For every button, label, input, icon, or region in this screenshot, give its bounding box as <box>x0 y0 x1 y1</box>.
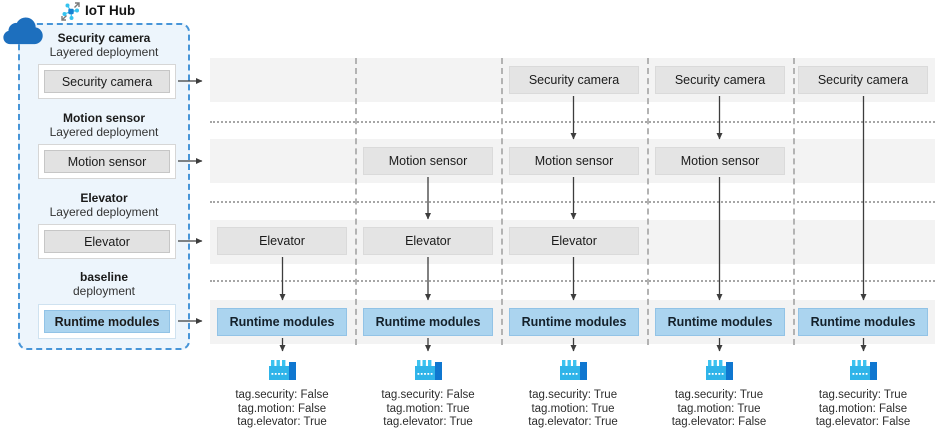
deployment-type: Layered deployment <box>49 205 159 219</box>
box-security-camera-col4: Security camera <box>655 66 785 94</box>
hub-deployment-label-elevator: Elevator Layered deployment <box>18 191 190 219</box>
tag-line: tag.motion: False <box>237 402 327 415</box>
hub-box-label: Motion sensor <box>44 150 170 173</box>
tag-line: tag.motion: True <box>677 402 761 415</box>
tag-line: tag.motion: True <box>531 402 615 415</box>
box-elevator-col2: Elevator <box>363 227 493 255</box>
tag-line: tag.security: False <box>235 389 329 401</box>
tag-line: tag.elevator: True <box>237 416 327 428</box>
device-tags-col1: tag.security: False tag.motion: False ta… <box>209 389 355 430</box>
hub-deployment-label-security: Security camera Layered deployment <box>18 31 190 59</box>
row-separator <box>210 201 935 203</box>
hub-box-elevator: Elevator <box>38 224 176 259</box>
tag-line: tag.elevator: True <box>383 416 473 428</box>
box-runtime-modules-col5: Runtime modules <box>798 308 928 336</box>
column-separator <box>501 58 503 345</box>
column-separator <box>647 58 649 345</box>
tag-line: tag.elevator: True <box>528 416 618 428</box>
box-elevator-col3: Elevator <box>509 227 639 255</box>
hub-box-motion-sensor: Motion sensor <box>38 144 176 179</box>
box-security-camera-col5: Security camera <box>798 66 928 94</box>
box-motion-sensor-col2: Motion sensor <box>363 147 493 175</box>
device-tags-col3: tag.security: True tag.motion: True tag.… <box>500 389 646 430</box>
device-tags-col5: tag.security: True tag.motion: False tag… <box>790 389 935 430</box>
deployment-type: Layered deployment <box>49 125 159 139</box>
tag-line: tag.security: True <box>674 389 764 401</box>
iot-hub-icon <box>60 2 81 26</box>
deployment-name: Elevator <box>80 191 128 205</box>
column-separator <box>793 58 795 345</box>
row-separator <box>210 280 935 282</box>
deployment-name: baseline <box>79 270 129 284</box>
iot-edge-device-icon <box>268 357 297 387</box>
hub-deployment-label-baseline: baseline deployment <box>18 270 190 298</box>
tag-line: tag.security: False <box>381 389 475 401</box>
tag-line: tag.security: True <box>528 389 618 401</box>
iot-edge-device-icon <box>849 357 878 387</box>
column-separator <box>355 58 357 345</box>
box-motion-sensor-col3: Motion sensor <box>509 147 639 175</box>
cloud-icon <box>2 13 46 53</box>
box-runtime-modules-col3: Runtime modules <box>509 308 639 336</box>
iot-hub-title: IoT Hub <box>85 3 136 18</box>
hub-box-runtime-modules: Runtime modules <box>38 304 176 339</box>
hub-box-label: Runtime modules <box>44 310 170 333</box>
deployment-type: deployment <box>72 284 136 298</box>
tag-line: tag.elevator: False <box>671 416 767 428</box>
device-tags-col4: tag.security: True tag.motion: True tag.… <box>646 389 792 430</box>
iot-edge-device-icon <box>559 357 588 387</box>
tag-line: tag.elevator: False <box>815 416 911 428</box>
hub-box-security-camera: Security camera <box>38 64 176 99</box>
tag-line: tag.motion: False <box>818 402 908 415</box>
deployment-type: Layered deployment <box>49 45 159 59</box>
iot-edge-device-icon <box>705 357 734 387</box>
hub-box-label: Security camera <box>44 70 170 93</box>
box-runtime-modules-col2: Runtime modules <box>363 308 493 336</box>
box-elevator-col1: Elevator <box>217 227 347 255</box>
box-runtime-modules-col4: Runtime modules <box>655 308 785 336</box>
iot-edge-device-icon <box>414 357 443 387</box>
device-tags-col2: tag.security: False tag.motion: True tag… <box>355 389 501 430</box>
deployment-name: Motion sensor <box>62 111 145 125</box>
box-runtime-modules-col1: Runtime modules <box>217 308 347 336</box>
box-security-camera-col3: Security camera <box>509 66 639 94</box>
tag-line: tag.motion: True <box>386 402 470 415</box>
row-separator <box>210 121 935 123</box>
hub-box-label: Elevator <box>44 230 170 253</box>
deployment-name: Security camera <box>57 31 151 45</box>
box-motion-sensor-col4: Motion sensor <box>655 147 785 175</box>
hub-deployment-label-motion: Motion sensor Layered deployment <box>18 111 190 139</box>
tag-line: tag.security: True <box>818 389 908 401</box>
